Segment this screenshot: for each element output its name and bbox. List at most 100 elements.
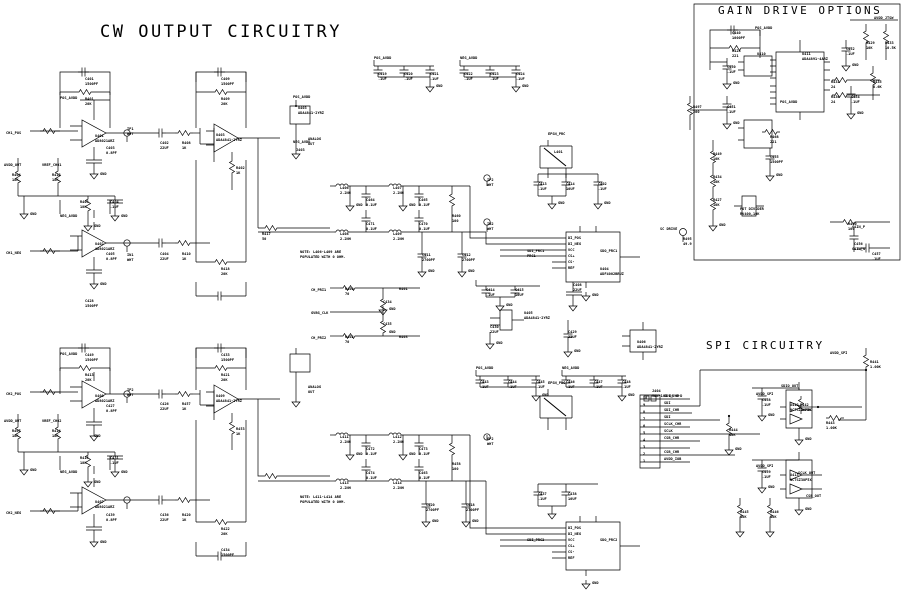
chip-pin-label-u404b: DI_NEG bbox=[568, 532, 581, 536]
gnd-label: GND bbox=[522, 84, 529, 88]
component-ref-C402: C402 bbox=[160, 141, 169, 145]
gnd-label: GND bbox=[592, 581, 599, 585]
component-ref-R409: R409 bbox=[221, 97, 230, 101]
gnd-label: GND bbox=[857, 111, 864, 115]
component-value-R446: 10K bbox=[770, 515, 777, 519]
power-rail-pos-avdd-g: POS_AVDD bbox=[755, 26, 773, 30]
component-ref-R414: R414 bbox=[52, 429, 61, 433]
gnd-label: GND bbox=[719, 223, 726, 227]
component-value-C426: 22UF bbox=[160, 407, 169, 411]
net-label-ch1-pos: CH1_POS bbox=[6, 131, 22, 135]
connector-pin-number: 7 bbox=[643, 417, 646, 421]
component-value-C429: 22UF bbox=[568, 335, 577, 339]
component-ref-C402b: C402 bbox=[598, 182, 607, 186]
power-rail-pos-avdd-t: POS_AVDD bbox=[374, 56, 392, 60]
component-ref-R460: R460 bbox=[452, 214, 461, 218]
component-ref-C440: C440 bbox=[732, 31, 741, 35]
gnd-label: GND bbox=[574, 349, 581, 353]
component-value-C456: .1UF bbox=[854, 247, 863, 251]
component-ref-C456: C456 bbox=[854, 242, 863, 246]
component-ref-C414: C414 bbox=[566, 182, 575, 186]
power-rail-neg-avdd-1: NEG_AVDD bbox=[60, 214, 78, 218]
component-ref-R433: R433 bbox=[885, 41, 894, 45]
component-ref-C458: C458 bbox=[762, 398, 771, 402]
component-value-R400: 70 bbox=[345, 292, 350, 296]
component-ref-R400: R400 bbox=[345, 287, 354, 291]
component-ref-C428: C428 bbox=[85, 299, 94, 303]
component-value-C412: 2700PF bbox=[462, 258, 475, 262]
chip-pin-label-u404: DI_NEG bbox=[568, 242, 581, 246]
component-value-IP2: WHT bbox=[487, 183, 494, 187]
component-value-IN2: WHT bbox=[487, 227, 494, 231]
component-value-U406: ADA4841-2YRZ bbox=[637, 345, 663, 349]
component-ref-R422: R422 bbox=[221, 527, 230, 531]
component-value-U407: AD8021ARZ bbox=[95, 505, 115, 509]
component-value-R467: 18K bbox=[12, 434, 19, 438]
component-value-U404: ADF4002BRUZ bbox=[600, 272, 624, 276]
connector-pin-number: 3 bbox=[643, 445, 646, 449]
chip-pin-label-u404b: CS+ bbox=[568, 544, 575, 548]
component-value-R408: 1K bbox=[182, 146, 187, 150]
component-value-C439: 0.8PF bbox=[106, 518, 117, 522]
net-label-avdd-spi: AVDD_SPI bbox=[830, 351, 848, 355]
component-ref-C429: C429 bbox=[568, 330, 577, 334]
component-value-R421: 20K bbox=[221, 378, 228, 382]
component-value-R433: 10.5K bbox=[885, 46, 896, 50]
component-ref-R445: R445 bbox=[740, 510, 749, 514]
net-label-sclk-out: SCLK_OUT bbox=[798, 471, 816, 475]
gnd-label: GND bbox=[389, 330, 396, 334]
component-ref-R441: R441 bbox=[870, 360, 879, 364]
component-ref-IN2: IN2 bbox=[487, 222, 494, 226]
net-label-csb-out: CSB_OUT bbox=[806, 494, 822, 498]
component-ref-U404: U404 bbox=[600, 267, 609, 271]
component-ref-L406: L406 bbox=[340, 186, 349, 190]
connector-pin-label: SDI bbox=[664, 401, 671, 405]
power-rail-neg-avdd-m: NEG_AVDD bbox=[562, 366, 580, 370]
component-ref-C446: C446 bbox=[566, 380, 575, 384]
component-value-C404b: .1UF bbox=[110, 205, 119, 209]
component-ref-U403b: U403 bbox=[298, 106, 307, 110]
gnd-label: GND bbox=[356, 203, 363, 207]
component-value-C449: 1500PF bbox=[85, 358, 98, 362]
net-label-sc-drive: SC DRIVE bbox=[660, 227, 678, 231]
gnd-label: GND bbox=[776, 173, 783, 177]
component-value-J404: TSW-105-08-G-D bbox=[652, 394, 683, 398]
connector-pin-number: 9 bbox=[643, 403, 646, 407]
component-value-C434b: 1500PF bbox=[221, 553, 234, 557]
gnd-label: GND bbox=[733, 121, 740, 125]
gnd-label: GND bbox=[409, 203, 416, 207]
component-value-C405: 0.8PF bbox=[106, 257, 117, 261]
component-value-C471: 0.1UF bbox=[366, 227, 377, 231]
power-rail-pos-avdd-1: POS_AVDD bbox=[60, 96, 78, 100]
component-value-L408: 2.2NH bbox=[340, 237, 351, 241]
component-ref-C431: C431 bbox=[110, 456, 119, 460]
component-value-R404: 18K bbox=[12, 178, 19, 182]
connector-pin-number: 1 bbox=[643, 459, 646, 463]
component-ref-C419: C419 bbox=[378, 72, 387, 76]
component-value-C403: 0.8PF bbox=[106, 151, 117, 155]
component-ref-C436: C436 bbox=[160, 513, 169, 517]
component-value-C423: .1UF bbox=[490, 77, 499, 81]
component-ref-U408: U408 bbox=[95, 394, 104, 398]
component-ref-R431: R431 bbox=[831, 80, 840, 84]
gnd-label: GND bbox=[94, 434, 101, 438]
gnd-label: GND bbox=[409, 452, 416, 456]
gnd-label: GND bbox=[558, 201, 565, 205]
component-ref-C455: C455 bbox=[770, 155, 779, 159]
net-label-analog-out-2: ANALOG bbox=[308, 385, 321, 389]
net-label-sdo-prc1: SDO_PRC1 bbox=[600, 249, 618, 253]
component-ref-C437: C437 bbox=[538, 492, 547, 496]
gnd-label: GND bbox=[542, 393, 549, 397]
component-value-R457: 1K bbox=[182, 407, 187, 411]
component-value-C452: .1UF bbox=[846, 52, 855, 56]
component-value-C414b: .1UF bbox=[486, 293, 495, 297]
connector-pin-label: CSB_CHR bbox=[664, 436, 680, 440]
component-ref-U406: U406 bbox=[637, 340, 646, 344]
chip-pin-label-u404b: VCC bbox=[568, 538, 575, 542]
gnd-label: GND bbox=[592, 293, 599, 297]
component-value-C444: .1UF bbox=[508, 385, 517, 389]
component-value-C414: 10UF bbox=[566, 187, 575, 191]
component-value-C438: 10UF bbox=[568, 497, 577, 501]
component-value-U413: NC7SZ38P5X bbox=[790, 478, 812, 482]
